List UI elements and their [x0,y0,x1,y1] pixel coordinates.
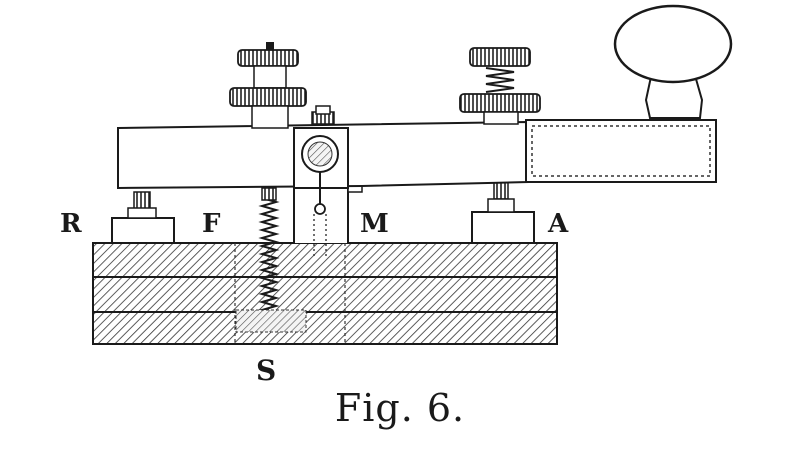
label-a: A [547,209,569,239]
adjusting-screw-right [459,47,541,125]
label-f: F [202,209,221,239]
label-s: S [256,354,276,387]
label-r: R [60,209,82,239]
key-lever [117,120,529,190]
figure-caption: Fig. 6. [334,386,466,430]
spring-coil [235,197,307,333]
label-m: M [360,209,389,239]
adjusting-screw-left [229,42,307,129]
terminal-block-a [471,211,535,244]
back-contact-screw [127,191,157,219]
handle-sleeve [525,119,717,183]
terminal-block-r [111,217,175,244]
wooden-base [92,242,558,345]
spring-post-f [261,187,277,201]
key-knob [613,4,733,119]
